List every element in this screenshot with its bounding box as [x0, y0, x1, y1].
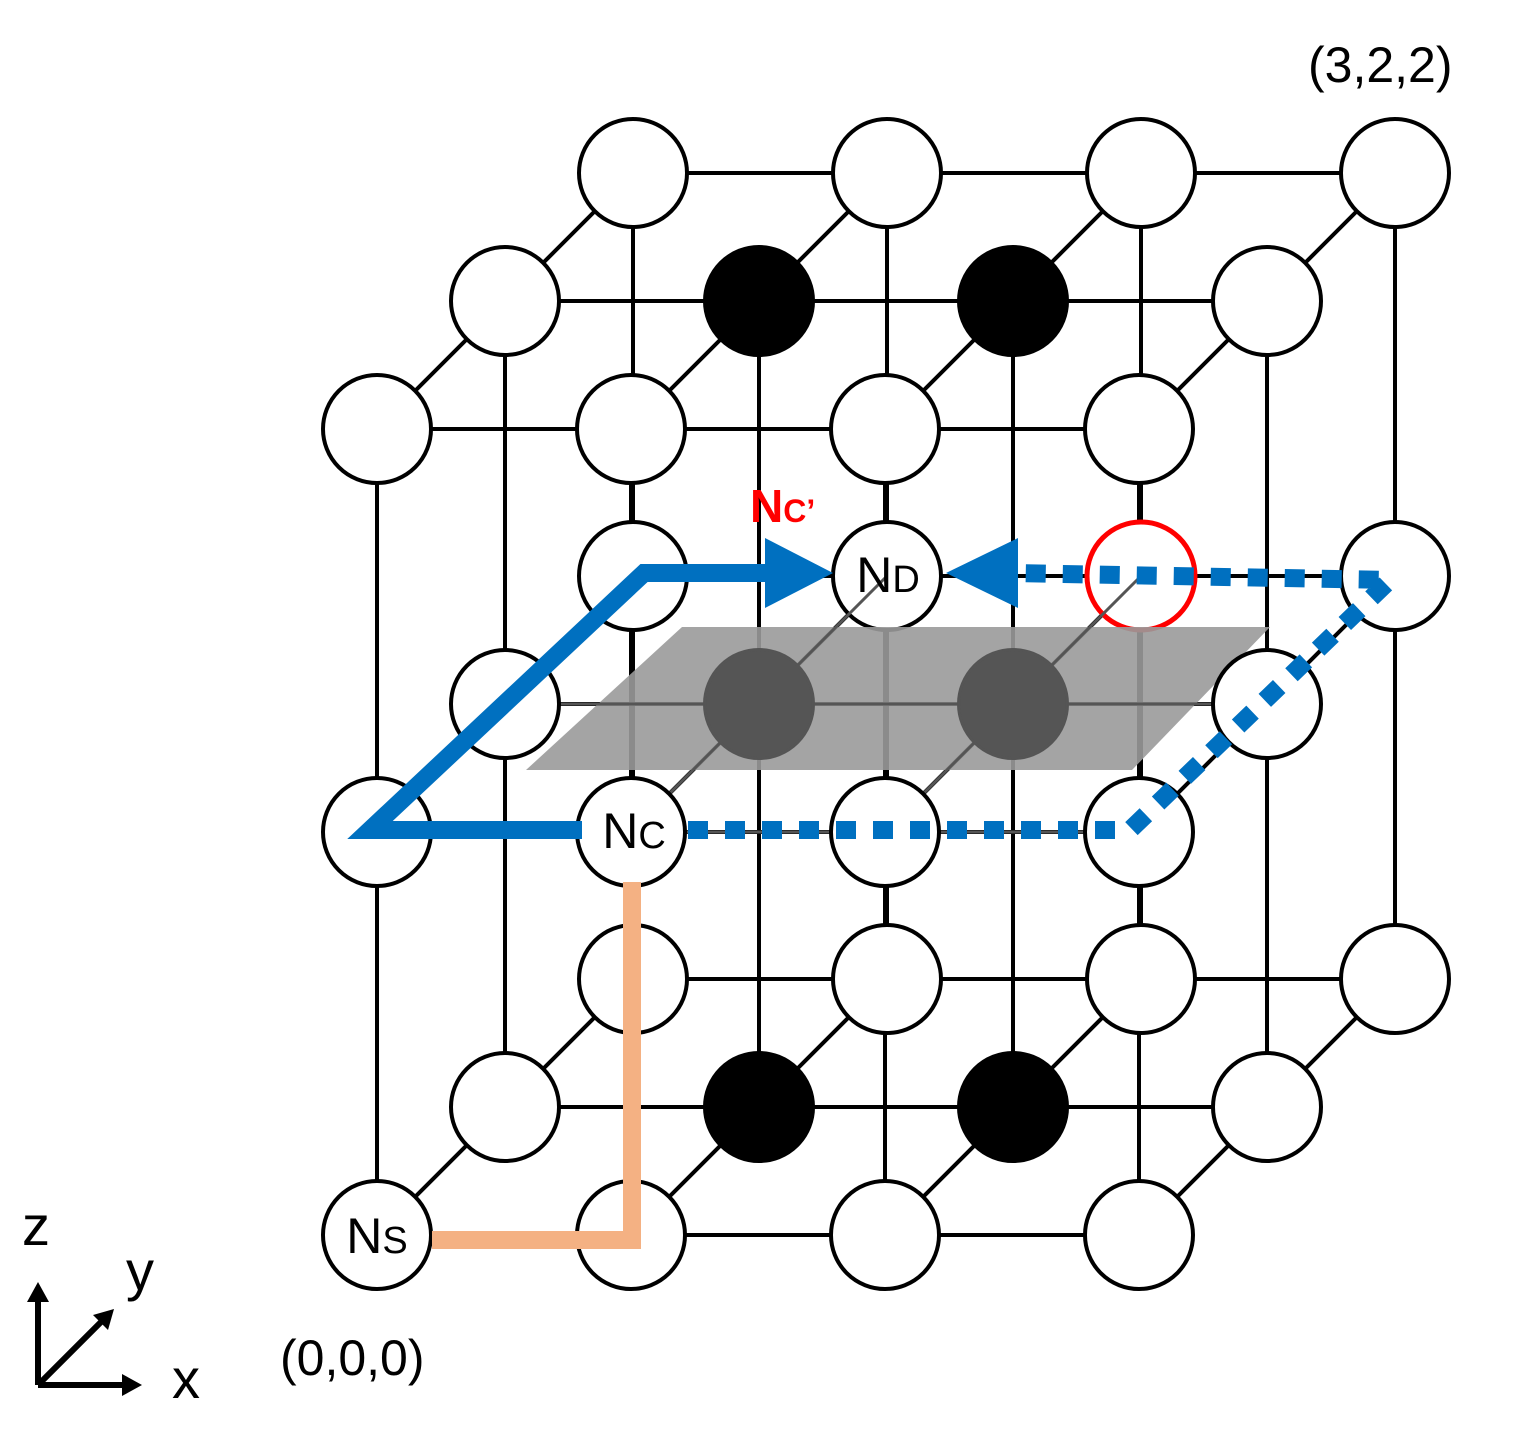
source-path — [432, 882, 641, 1249]
lattice-node-0-0-0 — [321, 1179, 433, 1291]
x-axis-arrowhead — [122, 1374, 142, 1396]
node-c-main: N — [602, 803, 638, 859]
node-d-sub: D — [892, 559, 919, 601]
lattice-node-3-1-2 — [1211, 245, 1323, 357]
node-c-sub: C — [638, 815, 665, 857]
lattice-node-3-2-0 — [1339, 923, 1451, 1035]
corner-coordinate-label: (3,2,2) — [1308, 37, 1453, 93]
solid-path-arrowhead — [765, 538, 833, 608]
lattice-node-1-0-2 — [575, 373, 687, 485]
node-c-label: NC — [602, 803, 666, 859]
lattice-node-2-1-2 — [957, 245, 1069, 357]
shaded-node-1-1-1 — [704, 649, 814, 759]
lattice-node-2-0-0 — [829, 1179, 941, 1291]
lattice-node-2-2-0 — [1085, 923, 1197, 1035]
node-d-main: N — [856, 547, 892, 603]
lattice-node-1-1-0 — [703, 1051, 815, 1163]
origin-coordinate-label: (0,0,0) — [280, 1330, 425, 1386]
lattice-node-2-0-2 — [829, 373, 941, 485]
lattice-node-2-1-0 — [957, 1051, 1069, 1163]
z-axis-arrowhead — [27, 1282, 49, 1302]
x-axis-label: x — [172, 1347, 200, 1410]
lattice-node-3-2-2 — [1339, 117, 1451, 229]
lattice-node-2-2-2 — [1085, 117, 1197, 229]
z-axis-label: z — [22, 1194, 50, 1257]
lattice-node-1-2-2 — [831, 117, 943, 229]
y-axis-arrowhead — [93, 1309, 114, 1330]
lattice-node-3-0-0 — [1083, 1179, 1195, 1291]
y-axis-line — [35, 1316, 107, 1388]
node-s-main: N — [346, 1208, 382, 1264]
lattice-node-1-1-2 — [703, 245, 815, 357]
y-axis-label: y — [126, 1239, 154, 1302]
axes-indicator — [35, 1295, 128, 1388]
shaded-plane — [526, 627, 1270, 770]
node-s-sub: S — [382, 1220, 407, 1262]
node-d-label: ND — [856, 547, 920, 603]
solid-path — [347, 564, 780, 839]
node-c-prime-label: NC’ — [750, 480, 815, 532]
lattice-node-3-0-2 — [1083, 373, 1195, 485]
node-c-prime-sub: C’ — [783, 493, 815, 529]
lattice-node-3-1-0 — [1211, 1051, 1323, 1163]
lattice-node-1-2-0 — [831, 923, 943, 1035]
lattice-node-0-1-2 — [449, 245, 561, 357]
lattice-node-0-0-2 — [321, 373, 433, 485]
lattice-node-0-2-2 — [577, 117, 689, 229]
shaded-node-2-1-1 — [958, 649, 1068, 759]
lattice-node-0-1-0 — [449, 1051, 561, 1163]
node-s-label: NS — [346, 1208, 407, 1264]
node-c-prime-main: N — [750, 480, 783, 532]
dotted-path-arrowhead — [946, 538, 1018, 608]
